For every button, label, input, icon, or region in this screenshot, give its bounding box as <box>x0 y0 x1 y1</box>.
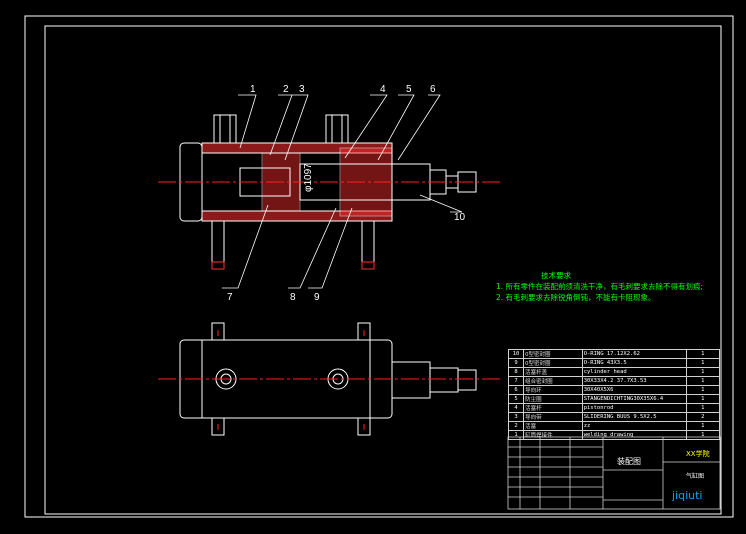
part-label-6: 6 <box>430 84 436 95</box>
bom-cell-qty: 1 <box>685 394 721 404</box>
bom-cell-code: 防尘圈 <box>523 394 583 404</box>
bom-cell-no: 4 <box>507 403 525 413</box>
bom-cell-no: 2 <box>507 421 525 431</box>
bom-cell-desc: welding drawing <box>581 430 687 440</box>
bom-cell-no: 10 <box>507 349 525 359</box>
part-label-1: 1 <box>250 84 256 95</box>
bom-cell-code: O型密封圈 <box>523 349 583 359</box>
bom-cell-qty: 1 <box>685 376 721 386</box>
bom-cell-qty: 2 <box>685 412 721 422</box>
dimension-label: φ1097 <box>303 163 314 192</box>
bom-cell-no: 7 <box>507 376 525 386</box>
part-label-2: 2 <box>283 84 289 95</box>
bom-cell-qty: 1 <box>685 403 721 413</box>
bom-cell-code: 活塞杆 <box>523 403 583 413</box>
part-label-9: 9 <box>314 292 320 303</box>
part-label-3: 3 <box>299 84 305 95</box>
tech-title: 技术要求 <box>541 271 571 280</box>
inner-border <box>44 25 722 515</box>
bom-cell-code: 活塞 <box>523 421 583 431</box>
bom-cell-code: O型密封圈 <box>523 358 583 368</box>
bom-cell-desc: zz <box>581 421 687 431</box>
school-name: XX学院 <box>686 450 710 458</box>
bom-cell-code: 组合密封圈 <box>523 376 583 386</box>
part-label-10: 10 <box>454 212 466 223</box>
bom-cell-no: 5 <box>507 394 525 404</box>
drawing-title: 气缸图 <box>686 473 705 480</box>
bom-cell-qty: 1 <box>685 349 721 359</box>
part-label-4: 4 <box>380 84 386 95</box>
bom-cell-code: 导向带 <box>523 412 583 422</box>
bom-cell-no: 6 <box>507 385 525 395</box>
section-view <box>179 114 477 270</box>
assembly-name: 装配图 <box>617 457 641 466</box>
leader-lines <box>222 94 463 289</box>
bom-cell-code: 缸筒焊接件 <box>523 430 583 440</box>
part-label-5: 5 <box>406 84 412 95</box>
bom-cell-no: 9 <box>507 358 525 368</box>
bom-cell-qty: 1 <box>685 421 721 431</box>
bom-cell-no: 8 <box>507 367 525 377</box>
bom-cell-desc: STANGENDICHTING30X35X6.4 <box>581 394 687 404</box>
bom-cell-desc: cylinder head <box>581 367 687 377</box>
outer-border <box>24 15 734 518</box>
tech-line-2: 2. 有毛刺要求去除锐角倒钝，不能有卡阻现象。 <box>496 293 656 302</box>
part-number-labels: 1 2 3 4 5 6 7 8 9 10 φ1097 <box>227 84 466 303</box>
bom-cell-qty: 1 <box>685 367 721 377</box>
hole-centermarks <box>217 330 365 430</box>
bom-cell-desc: SLIDERING BUUS 9.5X2.5 <box>581 412 687 422</box>
bom-cell-desc: O-RING 43X3.5 <box>581 358 687 368</box>
title-block-grid <box>507 436 721 510</box>
bom-cell-no: 1 <box>507 430 525 440</box>
watermark-logo: jiqiuti <box>672 489 703 502</box>
bom-cell-desc: 30X33X4.2 37.7X3.53 <box>581 376 687 386</box>
bom-cell-desc: 30X40X5X6 <box>581 385 687 395</box>
bom-cell-code: 导向环 <box>523 385 583 395</box>
bom-cell-desc: pistonrod <box>581 403 687 413</box>
bom-cell-code: 活塞杆盖 <box>523 367 583 377</box>
part-label-8: 8 <box>290 292 296 303</box>
bom-cell-qty: 1 <box>685 385 721 395</box>
tech-line-1: 1. 所有零件在装配前须清洗干净，有毛刺要求去除不得有划痕; <box>496 282 704 291</box>
bom-cell-desc: O-RING 17.12X2.62 <box>581 349 687 359</box>
bom-cell-qty: 1 <box>685 430 721 440</box>
technical-requirements: 技术要求 1. 所有零件在装配前须清洗干净，有毛刺要求去除不得有划痕; 2. 有… <box>496 270 703 303</box>
bom-cell-no: 3 <box>507 412 525 422</box>
bom-cell-qty: 1 <box>685 358 721 368</box>
part-label-7: 7 <box>227 292 233 303</box>
